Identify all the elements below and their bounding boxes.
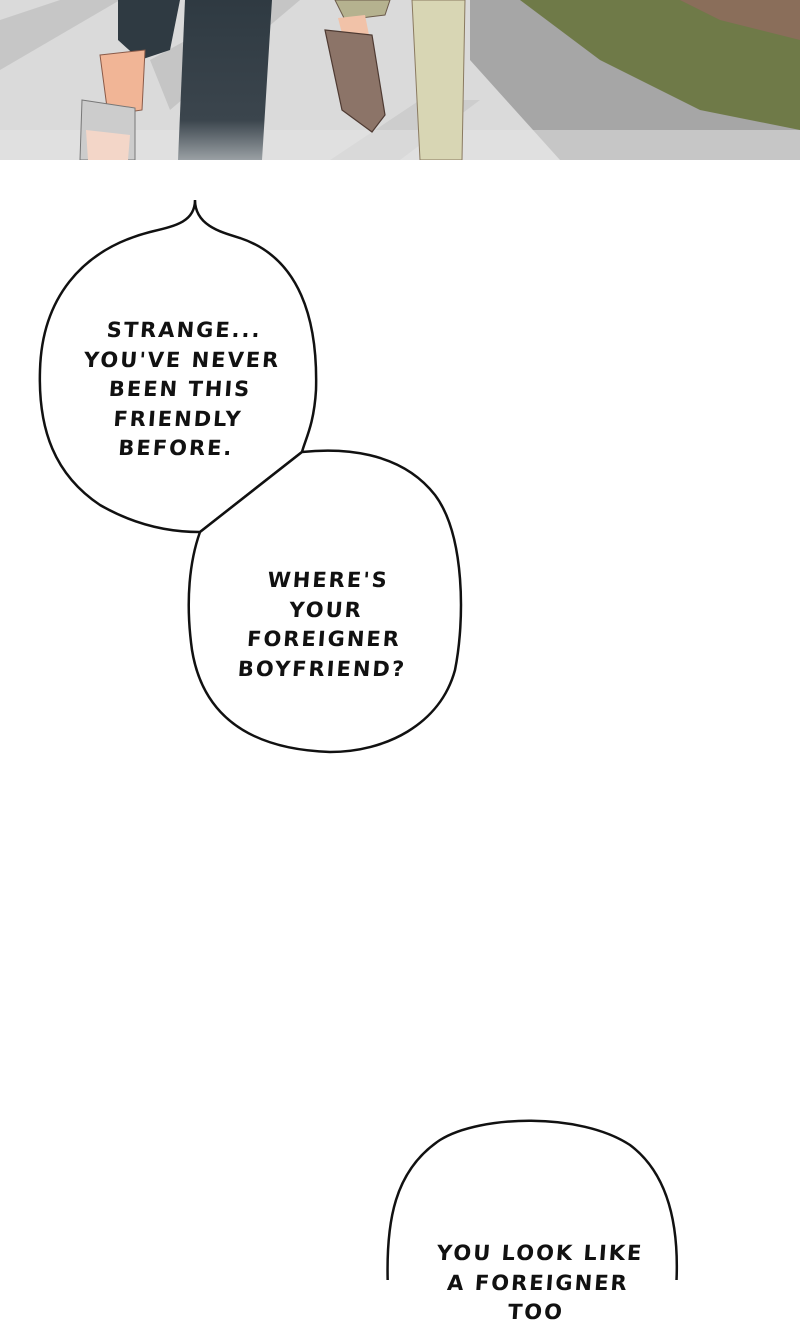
speech-bubble-2-outline (187, 449, 463, 754)
bubble-3-line: YOU LOOK LIKE (436, 1241, 645, 1265)
bubble-1-line: STRANGE... (105, 318, 263, 342)
bubble-1-line: FRIENDLY (112, 406, 244, 431)
bubble-1-line: YOU'VE NEVER (83, 347, 282, 372)
speech-bubble-3: YOU LOOK LIKE A FOREIGNER TOO (415, 1239, 661, 1328)
walking-feet-illustration (0, 0, 800, 160)
bubble-3-line: A FOREIGNER TOO (446, 1270, 630, 1325)
comic-panel-top (0, 0, 800, 160)
speech-bubble-2: WHERE'S YOUR FOREIGNER BOYFRIEND? (206, 566, 444, 684)
bubble-1-line: BEEN THIS (107, 377, 253, 401)
bubble-1-line: BEFORE. (117, 436, 235, 460)
speech-bubble-1: STRANGE... YOU'VE NEVER BEEN THIS FRIEND… (75, 316, 285, 464)
bubble-2-line: BOYFRIEND? (237, 656, 407, 681)
bubble-2-line: YOUR FOREIGNER (246, 597, 402, 652)
bubble-2-line: WHERE'S (266, 568, 390, 592)
speech-bubble-3-outline (386, 1119, 679, 1280)
speech-bubbles-layer (38, 199, 679, 1280)
speech-bubble-1-outline (38, 199, 318, 534)
